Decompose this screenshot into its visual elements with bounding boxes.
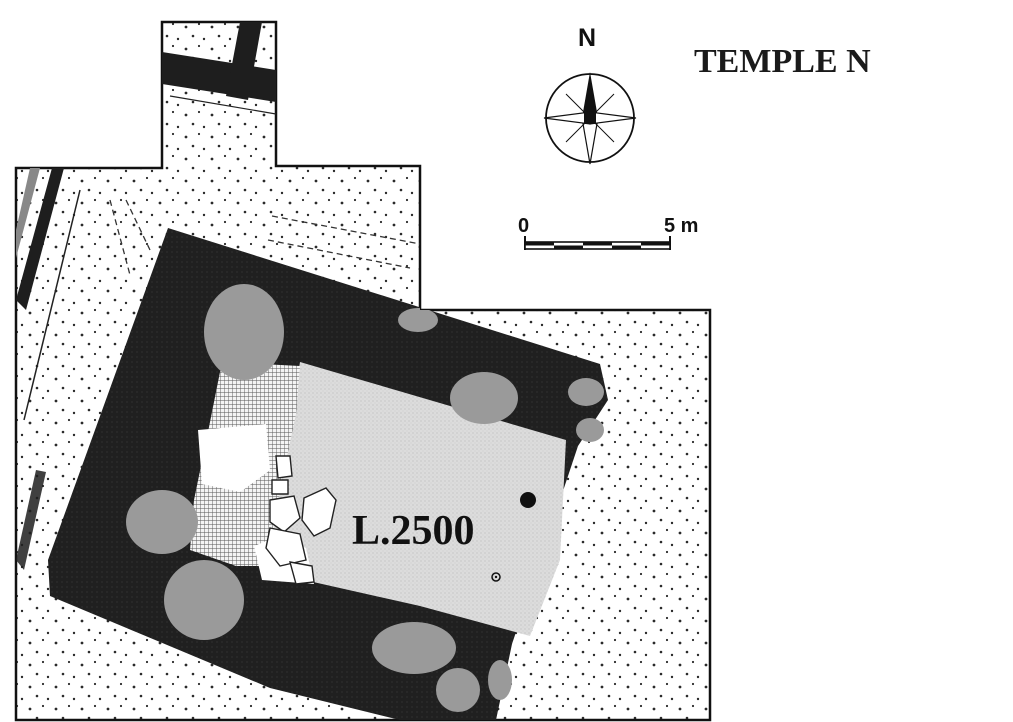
west-wall-gray (16, 168, 40, 258)
scale-seg-4 (612, 245, 641, 249)
small-ring-feature (491, 572, 501, 582)
scale-seg-2 (554, 245, 583, 249)
scale-seg-1 (525, 242, 554, 246)
scale-bar: 0 5 m (518, 215, 698, 250)
map-title: TEMPLE N (694, 43, 871, 80)
compass-north-point (582, 72, 598, 118)
stone-10 (488, 660, 512, 700)
stone-5 (164, 560, 244, 640)
white-patch-upper (198, 424, 270, 492)
north-annex (162, 22, 277, 115)
stone-1 (204, 284, 284, 380)
trench-lines (109, 199, 421, 276)
stone-7 (436, 668, 480, 712)
stone-8 (568, 378, 604, 406)
compass-rose-icon: N (543, 24, 637, 165)
scale-seg-5 (641, 242, 670, 246)
west-wall-outer (16, 168, 64, 310)
stone-3 (398, 308, 438, 332)
block-5 (275, 455, 293, 479)
compass-south-point (581, 117, 599, 165)
room-floor (260, 362, 566, 636)
stone-2 (450, 372, 518, 424)
inner-room (190, 362, 566, 636)
scale-seg-3 (583, 242, 612, 246)
dark-post-hole (520, 492, 536, 508)
stone-6 (372, 622, 456, 674)
locus-label: L.2500 (352, 508, 475, 554)
block-6 (271, 479, 289, 495)
entrance-stones (265, 455, 337, 585)
north-label: N (578, 24, 596, 52)
compass-west-point (543, 111, 591, 125)
north-annex-line (169, 95, 277, 115)
west-walls (16, 168, 81, 570)
scale-start-label: 0 (518, 215, 529, 237)
west-wall-lower (16, 470, 46, 570)
north-annex-pier (226, 22, 262, 100)
west-line (23, 189, 81, 421)
stone-9 (576, 418, 604, 442)
small-ring-dot (494, 575, 498, 579)
stone-4 (126, 490, 198, 554)
block-2 (269, 495, 301, 533)
stones (126, 284, 604, 712)
compass-east-point (589, 111, 637, 125)
compass-center (584, 112, 596, 124)
scale-end-label: 5 m (664, 215, 698, 237)
block-1 (301, 487, 337, 537)
block-4 (289, 561, 315, 585)
